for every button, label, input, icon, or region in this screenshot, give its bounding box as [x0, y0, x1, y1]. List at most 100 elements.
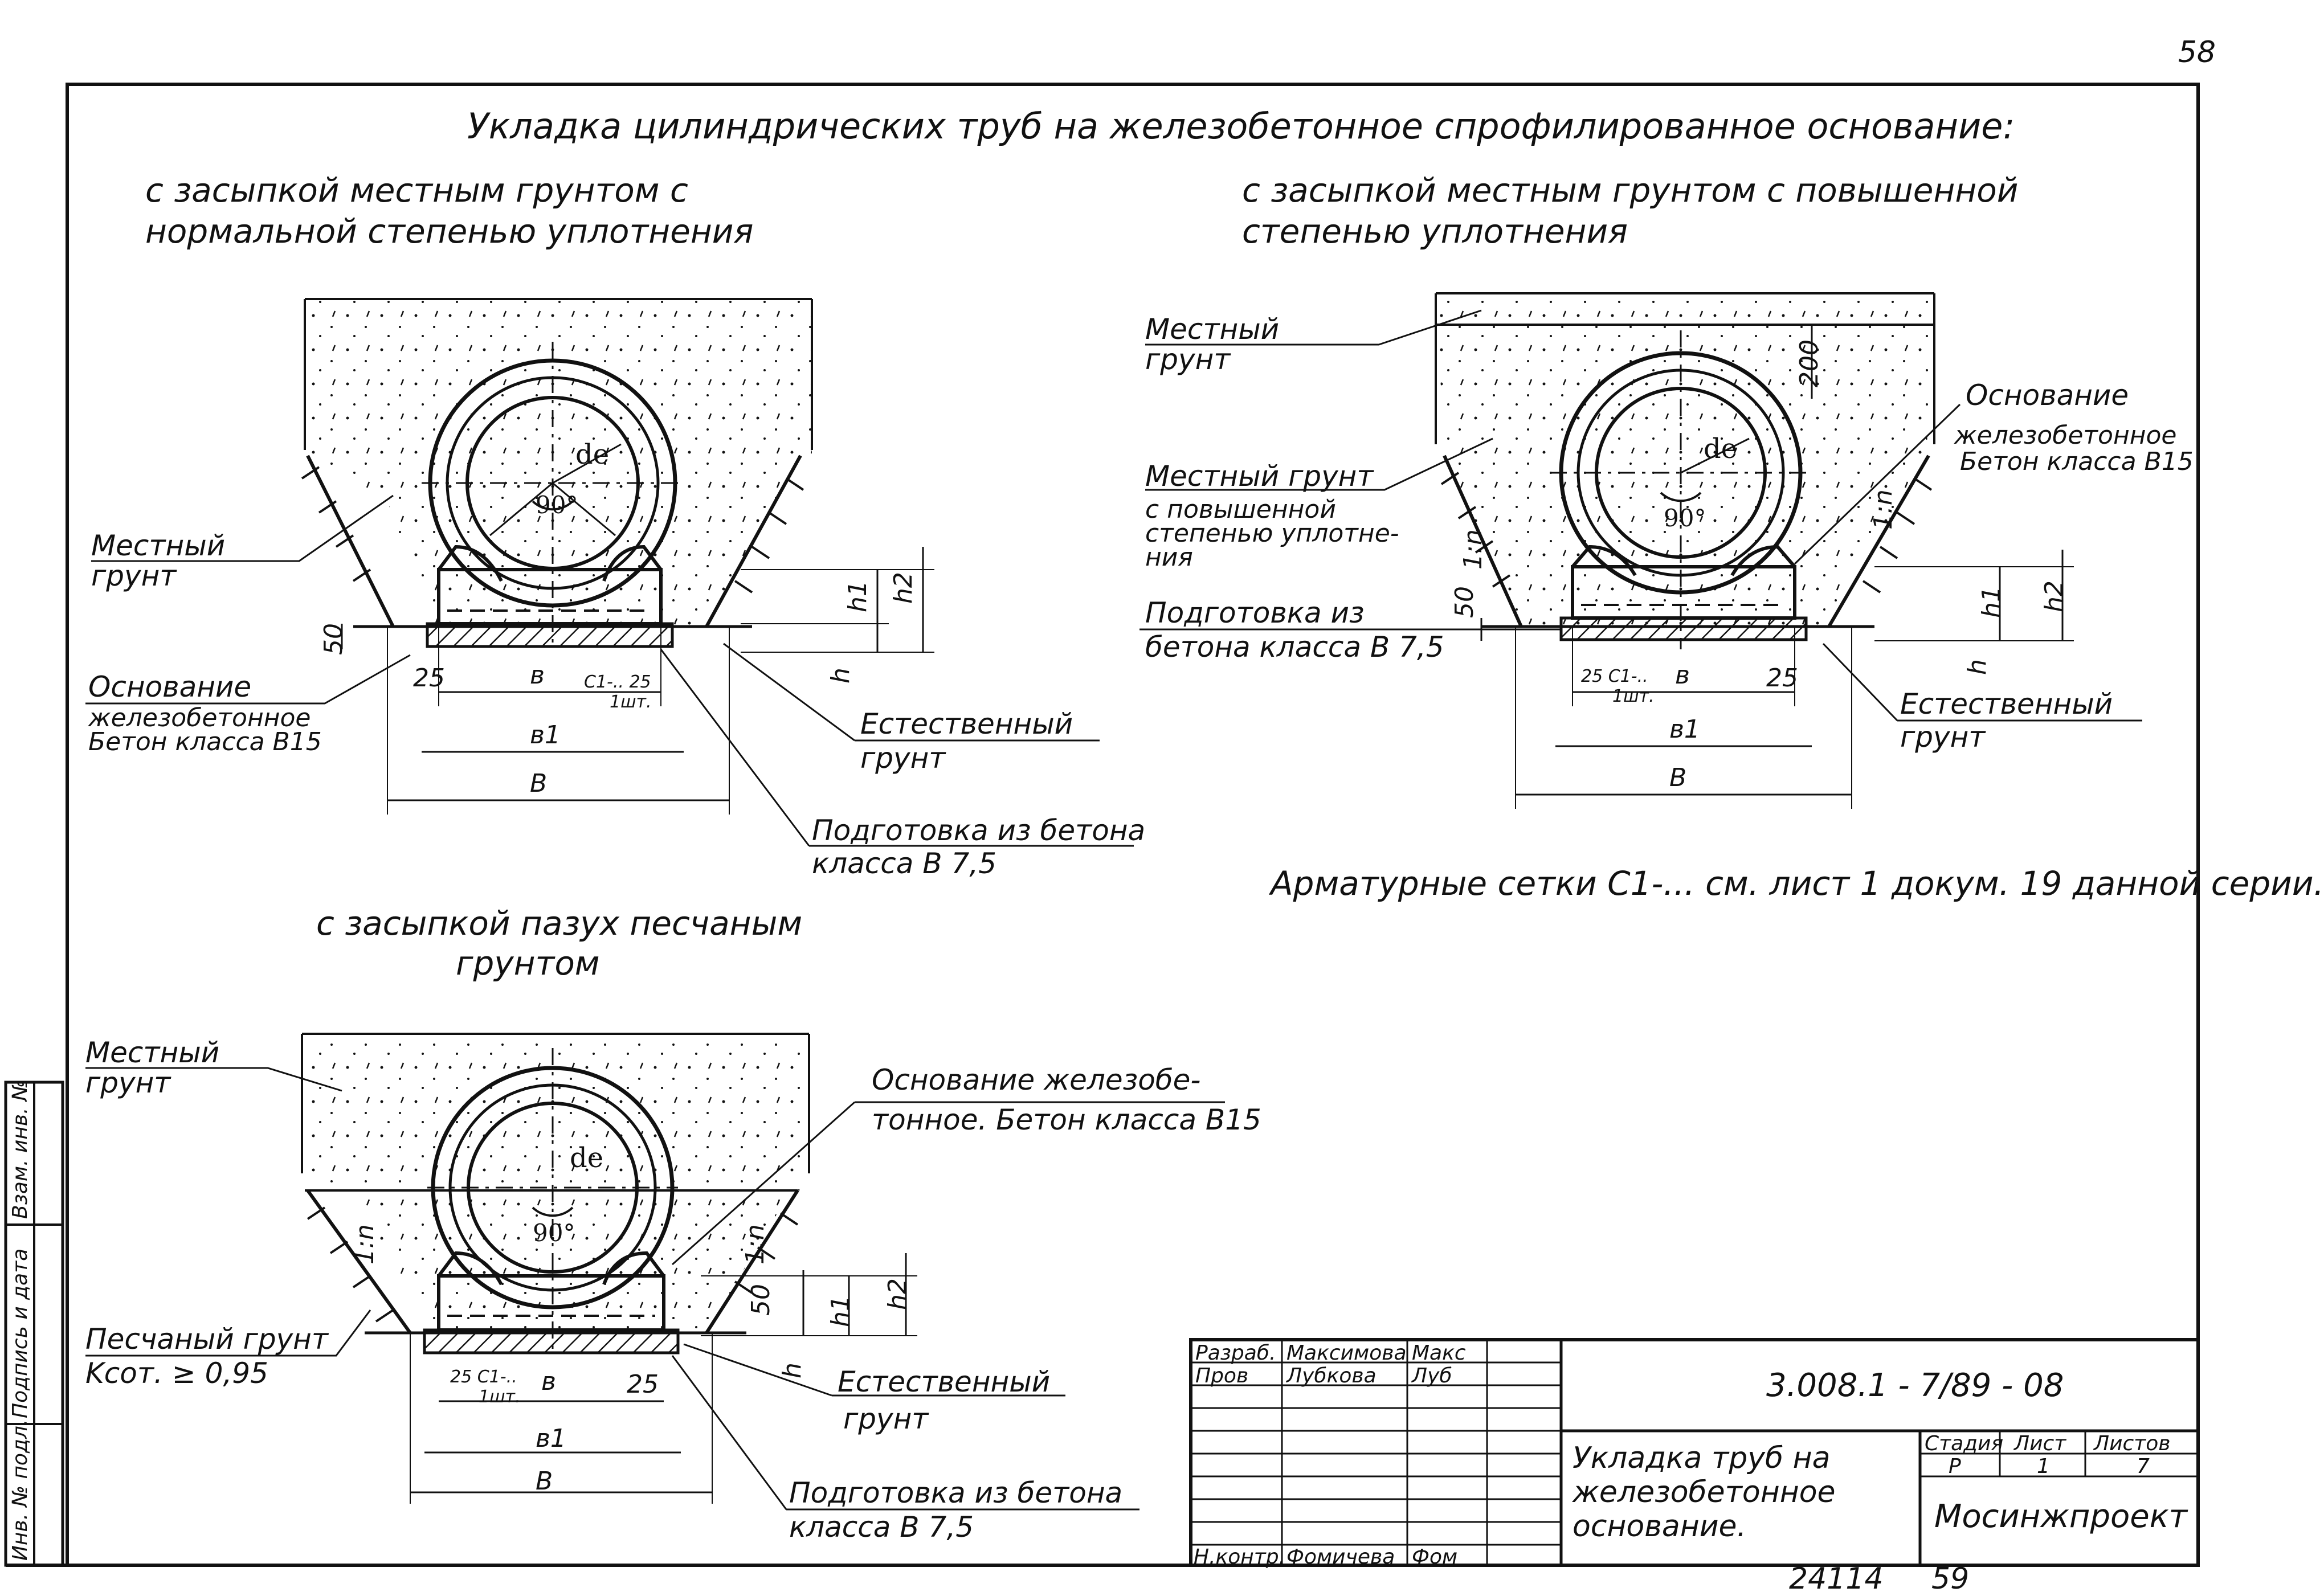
- section-a-de: de: [575, 439, 610, 470]
- tb-nkontr-name: Фомичева: [1286, 1545, 1395, 1569]
- section-a-dim-c1-qty: 1шт.: [610, 692, 652, 712]
- tb-prov-sign: Луб: [1412, 1364, 1452, 1388]
- section-c-dim-b: в: [541, 1367, 556, 1396]
- tb-nkontr-sign: Фом: [1412, 1545, 1458, 1569]
- section-a-dim-b: в: [530, 661, 545, 690]
- section-b-natural-1: Естественный: [1900, 687, 2113, 721]
- section-c-dim-c1: 25 С1-..: [450, 1367, 517, 1387]
- main-title: Укладка цилиндрических труб на железобет…: [467, 105, 2015, 147]
- tb-doc-title-1: Укладка труб на: [1573, 1441, 1831, 1475]
- section-b-compacted-4: ния: [1145, 543, 1193, 572]
- section-c-dim-50: 50: [746, 1284, 775, 1316]
- section-a-angle: 90°: [536, 491, 578, 519]
- section-b-natural-2: грунт: [1900, 721, 1986, 754]
- drawing-sheet: [4, 83, 2200, 1567]
- section-c-local-soil-1: Местный: [85, 1036, 220, 1069]
- section-a-local-soil-2: грунт: [91, 559, 177, 592]
- tb-stage: Р: [1949, 1455, 1961, 1478]
- section-b-dim-b: в: [1675, 661, 1690, 690]
- section-c-natural-1: Естественный: [838, 1365, 1051, 1398]
- section-b-dim-c1-qty: 1шт.: [1612, 686, 1655, 706]
- section-a-title-1: с засыпкой местным грунтом с: [145, 171, 688, 210]
- tb-prov-role: Пров: [1195, 1364, 1249, 1388]
- tb-sheets-head: Листов: [2094, 1432, 2171, 1455]
- section-c-natural-2: грунт: [843, 1402, 929, 1435]
- section-c-title-2: грунтом: [456, 944, 600, 983]
- section-b-slope-right: 1:n: [1869, 489, 1898, 530]
- section-c-dim-h2: h2: [883, 1278, 912, 1310]
- section-b-note: Арматурные сетки С1-... см. лист 1 докум…: [1271, 864, 2324, 903]
- tb-razrab-role: Разраб.: [1195, 1341, 1276, 1365]
- section-b-dim-h: h: [1963, 659, 1992, 675]
- section-b-slope-left: 1:n: [1459, 529, 1488, 570]
- section-a-local-soil-1: Местный: [91, 529, 226, 562]
- tb-sheet-head: Лист: [2014, 1432, 2066, 1455]
- section-b-compacted-2: с повышенной: [1145, 495, 1336, 524]
- section-a-prep-2: класса В 7,5: [812, 847, 997, 880]
- section-c-prep-1: Подготовка из бетона: [789, 1476, 1123, 1509]
- title-block-frame: [1189, 1338, 2200, 1567]
- section-a-prep-1: Подготовка из бетона: [812, 814, 1146, 847]
- tb-razrab-sign: Макс: [1412, 1341, 1466, 1365]
- section-c-dim-c1-qty: 1шт.: [479, 1387, 521, 1407]
- tb-prov-name: Лубкова: [1286, 1364, 1377, 1388]
- section-c-sand-1: Песчаный грунт: [85, 1323, 329, 1356]
- section-b-local-soil-2: грунт: [1145, 343, 1231, 376]
- tb-doc-title-2: железобетонное: [1573, 1475, 1836, 1509]
- section-c-dim-h: h: [778, 1362, 807, 1378]
- section-c-base-1: Основание железобе-: [872, 1063, 1201, 1096]
- tb-doc-title-3: основание.: [1573, 1509, 1747, 1544]
- section-b-prep-1: Подготовка из: [1145, 596, 1365, 629]
- section-c-title-1: с засыпкой пазух песчаным: [316, 904, 803, 943]
- section-a-dim-b1: в1: [530, 721, 561, 750]
- side-stamp-vzam: Взам. инв. №: [9, 1079, 32, 1219]
- section-a-dim-h2: h2: [889, 572, 918, 604]
- section-c-dim-25: 25: [627, 1370, 659, 1399]
- section-b-drawing: [1139, 292, 2142, 809]
- section-b-base-1: Основание: [1966, 379, 2129, 412]
- section-a-dim-h: h: [826, 668, 855, 684]
- section-b-base-3: Бетон класса В15: [1960, 447, 2194, 476]
- tb-sheets: 7: [2137, 1455, 2150, 1478]
- section-b-local-soil-1: Местный: [1145, 313, 1280, 346]
- bottom-page: 59: [1931, 1562, 1970, 1596]
- section-a-drawing: [85, 298, 1134, 847]
- section-a-title-2: нормальной степенью уплотнения: [145, 212, 754, 251]
- section-b-dim-h2: h2: [2040, 580, 2069, 612]
- section-b-base-2: железобетонное: [1954, 421, 2177, 450]
- section-b-dim-h1: h1: [1977, 586, 2006, 618]
- section-c-slope-right: 1:n: [741, 1224, 770, 1264]
- section-a-base-2: железобетонное: [88, 703, 311, 732]
- section-a-dim-B: В: [530, 769, 548, 798]
- side-stamp-inv-podl: Инв. № подл.: [9, 1419, 32, 1561]
- section-a-natural-1: Естественный: [860, 707, 1073, 740]
- section-b-dim-B: В: [1669, 763, 1687, 792]
- section-c-dim-B: В: [536, 1467, 553, 1496]
- section-a-dim-c1: С1-.. 25: [584, 672, 651, 692]
- section-a-natural-2: грунт: [860, 742, 946, 775]
- page-number: 58: [2178, 35, 2216, 69]
- section-c-sand-2: Kсот. ≥ 0,95: [85, 1357, 268, 1390]
- tb-sheet: 1: [2037, 1455, 2050, 1478]
- section-c-angle: 90°: [533, 1219, 575, 1247]
- section-b-de: de: [1704, 433, 1738, 465]
- tb-razrab-name: Максимова: [1286, 1341, 1407, 1365]
- section-c-local-soil-2: грунт: [85, 1066, 171, 1099]
- section-b-angle: 90°: [1664, 504, 1706, 532]
- section-b-compacted-1: Местный грунт: [1145, 460, 1374, 493]
- section-a-base-3: Бетон класса В15: [88, 727, 322, 756]
- section-c-base-2: тонное. Бетон класса В15: [872, 1103, 1261, 1136]
- bottom-code: 24114: [1789, 1562, 1884, 1596]
- section-c-dim-h1: h1: [826, 1295, 855, 1327]
- section-a-dim-h1: h1: [843, 580, 872, 612]
- section-a-dim-25: 25: [413, 664, 445, 693]
- section-b-dim-25: 25: [1766, 664, 1798, 693]
- section-a-base-1: Основание: [88, 670, 252, 703]
- section-b-prep-2: бетона класса В 7,5: [1145, 631, 1444, 664]
- side-stamp-podpis: Подпись и дата: [9, 1248, 32, 1418]
- section-b-dim-200: 200: [1795, 339, 1824, 387]
- tb-stage-head: Стадия: [1925, 1432, 2004, 1455]
- section-c-drawing: [85, 1033, 1225, 1511]
- section-c-de: de: [570, 1142, 604, 1174]
- section-b-dim-b1: в1: [1669, 715, 1700, 744]
